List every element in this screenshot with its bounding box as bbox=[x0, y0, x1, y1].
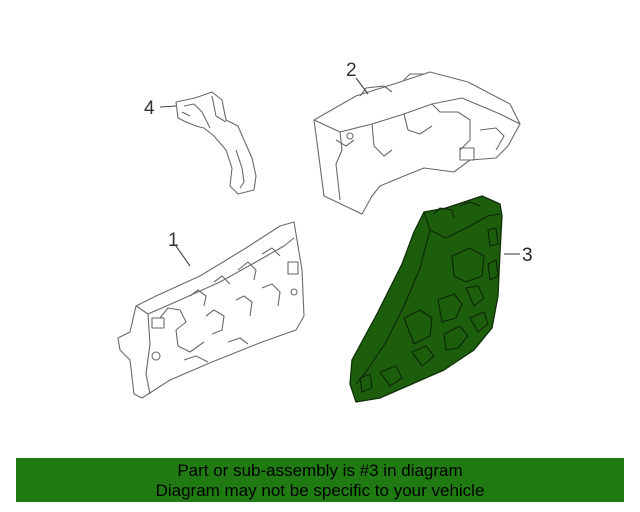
callout-2: 2 bbox=[346, 60, 357, 81]
part-3-module-highlighted[interactable] bbox=[349, 195, 503, 403]
leader-4 bbox=[159, 105, 177, 108]
part-2-housing[interactable] bbox=[313, 71, 521, 215]
info-banner: Part or sub-assembly is #3 in diagram Di… bbox=[16, 458, 624, 502]
banner-line-1: Part or sub-assembly is #3 in diagram bbox=[177, 461, 463, 480]
part-4-bracket[interactable] bbox=[175, 91, 257, 195]
leader-2 bbox=[355, 77, 369, 95]
callout-4: 4 bbox=[144, 98, 155, 119]
callout-1: 1 bbox=[168, 230, 179, 251]
part-1-module[interactable] bbox=[117, 221, 305, 399]
callout-3: 3 bbox=[522, 245, 533, 266]
banner-line-2: Diagram may not be specific to your vehi… bbox=[155, 481, 485, 500]
leader-1 bbox=[175, 245, 191, 267]
parts-diagram: 4 2 1 bbox=[117, 60, 533, 403]
